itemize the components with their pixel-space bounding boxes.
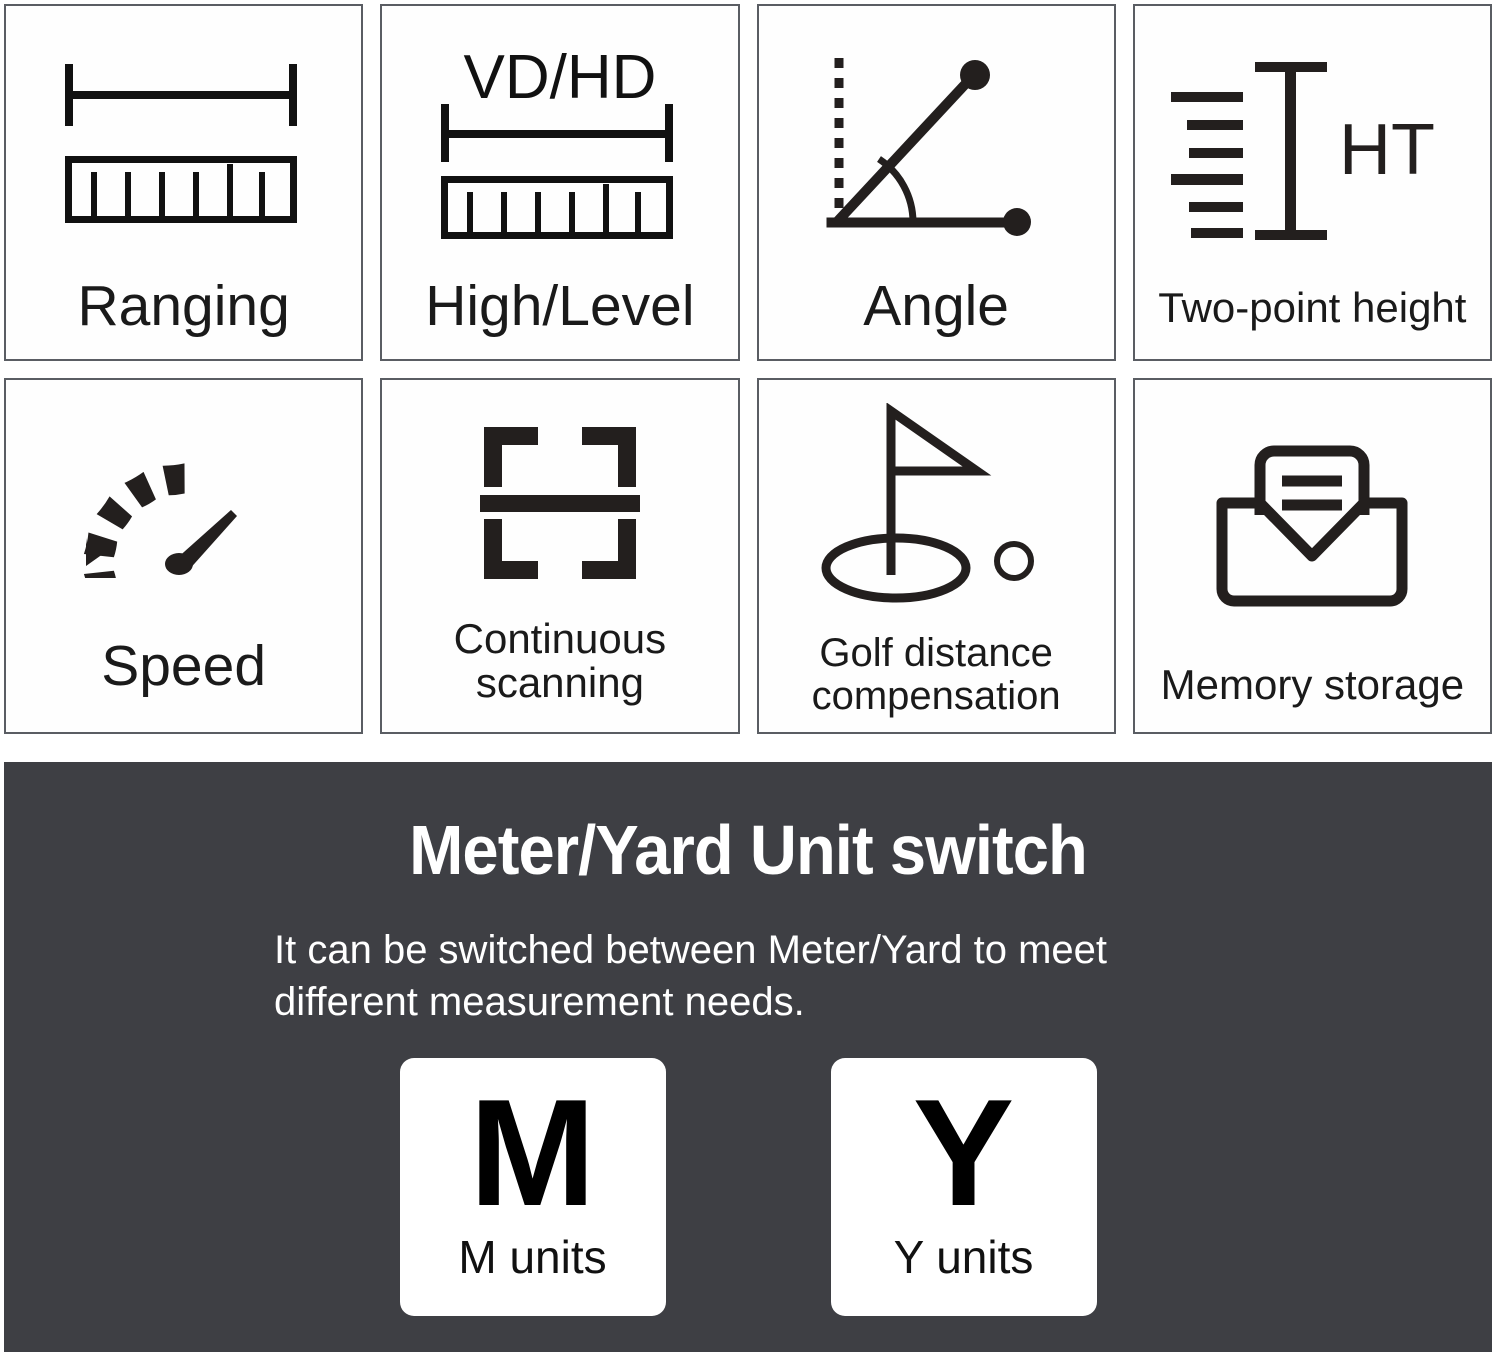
feature-cell-high-level[interactable]: VD/HD <box>380 4 740 361</box>
vd-hd-ruler-icon: VD/HD <box>382 6 737 276</box>
feature-cell-memory-storage[interactable]: Memory storage <box>1132 377 1492 734</box>
angle-icon <box>759 6 1114 276</box>
feature-cell-ranging[interactable]: Ranging <box>4 4 364 361</box>
unit-switch-banner: Meter/Yard Unit switch It can be switche… <box>4 762 1492 1352</box>
unit-caption-m: M units <box>458 1230 607 1283</box>
feature-label: Golf distance compensation <box>811 630 1061 718</box>
unit-card-meter[interactable]: M M units <box>399 1058 666 1316</box>
banner-description: It can be switched between Meter/Yard to… <box>274 928 1108 1024</box>
unit-card-row: M M units Y Y units <box>4 1058 1492 1316</box>
feature-cell-golf-distance-compensation[interactable]: Golf distance compensation <box>756 377 1116 734</box>
feature-label: High/Level <box>425 274 695 339</box>
feature-label: Speed <box>101 633 267 698</box>
ht-text: HT <box>1339 110 1435 190</box>
feature-grid: Ranging VD/HD <box>4 4 1492 734</box>
unit-glyph-y: Y <box>912 1068 1015 1239</box>
golf-flag-icon <box>759 380 1114 632</box>
envelope-open-icon <box>1135 380 1490 664</box>
scan-frame-icon <box>382 380 737 617</box>
feature-cell-angle[interactable]: Angle <box>756 4 1116 361</box>
feature-cell-speed[interactable]: Speed <box>4 377 364 734</box>
feature-cell-continuous-scanning[interactable]: Continuous scanning <box>380 377 740 734</box>
feature-label: Two-point height <box>1158 283 1467 331</box>
unit-glyph-m: M <box>469 1068 596 1239</box>
feature-label: Continuous scanning <box>453 614 667 707</box>
unit-caption-y: Y units <box>893 1230 1034 1283</box>
height-ht-icon: HT <box>1135 6 1490 286</box>
unit-card-yard[interactable]: Y Y units <box>830 1058 1097 1316</box>
speedometer-icon <box>6 380 361 636</box>
banner-title: Meter/Yard Unit switch <box>409 811 1088 889</box>
vd-hd-text: VD/HD <box>463 46 656 112</box>
feature-cell-two-point-height[interactable]: HT Two-point height <box>1132 4 1492 361</box>
feature-label: Ranging <box>77 274 290 339</box>
ruler-bracket-icon <box>6 6 361 276</box>
feature-label: Angle <box>863 274 1010 339</box>
feature-label: Memory storage <box>1160 661 1465 709</box>
